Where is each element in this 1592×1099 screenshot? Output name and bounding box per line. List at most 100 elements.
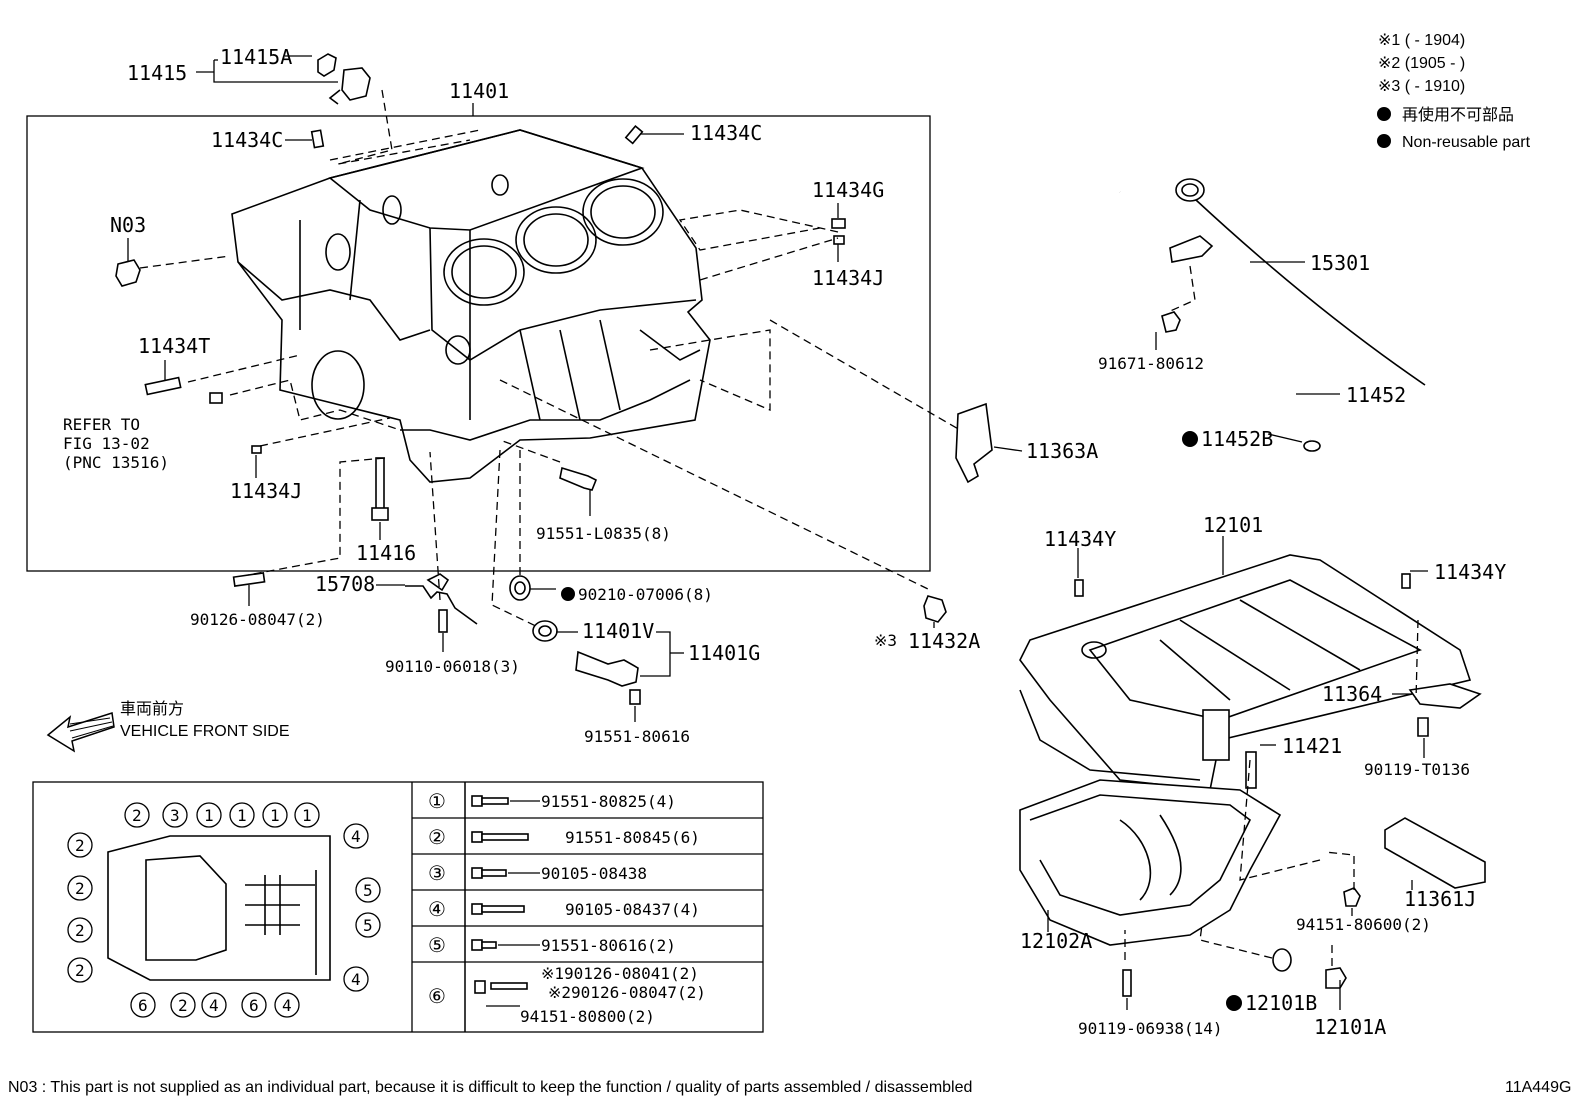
- bolt-90110-drawing: [438, 609, 448, 633]
- callout-11364: 11364: [1322, 682, 1382, 706]
- callout-11363a: 11363A: [1026, 439, 1098, 463]
- plan-marker: 2: [75, 921, 85, 940]
- bolt-panel-frame: [32, 781, 764, 1033]
- small-parts: [115, 53, 993, 705]
- leader-lines: [127, 55, 1428, 1010]
- plan-marker: 1: [302, 806, 312, 825]
- bolt-table-part: 90105-08438: [541, 864, 647, 883]
- callout-11434g: 11434G: [812, 178, 884, 202]
- baffle-plates: [1074, 573, 1486, 997]
- callout-11434c: 11434C: [690, 121, 762, 145]
- stud-11416-drawing: [375, 457, 385, 515]
- refer-line-1: REFER TO: [63, 415, 140, 434]
- pin-11434j-drawing: [833, 235, 845, 245]
- block-frame: [26, 115, 931, 572]
- dipstick-15301-drawing: [1195, 199, 1426, 386]
- callout-12102a: 12102A: [1020, 929, 1092, 953]
- plan-marker: 1: [204, 806, 214, 825]
- non-reusable-dot-icon: [561, 587, 575, 601]
- dipstick-ring-drawing: [1175, 178, 1205, 202]
- callout-11434j: 11434J: [812, 266, 884, 290]
- callout-91551-80616: 91551-80616: [584, 727, 690, 746]
- bolt-location-panel: [32, 781, 764, 1033]
- oil-pipe-drawing: [185, 391, 213, 463]
- bolt-table-part: 91551-80825(4): [541, 792, 676, 811]
- plan-marker: 4: [351, 970, 361, 989]
- pin-11434y-drawing: [1401, 573, 1411, 589]
- callouts: 11415 11415A 11401 11434C 11434C N03 114…: [63, 45, 1506, 1039]
- callout-90210-07006: 90210-07006(8): [578, 585, 713, 604]
- bolt-90119-t0136-drawing: [1417, 717, 1429, 737]
- footnote: N03 : This part is not supplied as an in…: [8, 1079, 972, 1096]
- bolt-table-number: ④: [428, 897, 446, 921]
- figure-code: 11A449G: [1505, 1079, 1571, 1096]
- plan-marker: 5: [363, 881, 373, 900]
- callout-90119-t0136: 90119-T0136: [1364, 760, 1470, 779]
- front-arrow-icon: [46, 712, 115, 753]
- legend-non-reusable-en: Non-reusable part: [1402, 134, 1531, 151]
- baffle-11364-drawing: [1408, 683, 1482, 709]
- legend: ※1 ( - 1904) ※2 (1905 - ) ※3 ( - 1910) 再…: [1377, 32, 1531, 151]
- bolt-table-number: ⑥: [428, 984, 446, 1008]
- pin-11434c-drawing: [624, 124, 644, 145]
- callout-91551-l0835: 91551-L0835(8): [536, 524, 671, 543]
- plan-marker: 2: [178, 996, 188, 1015]
- dipstick-assembly: [1118, 178, 1426, 452]
- plan-marker: 6: [249, 996, 259, 1015]
- callout-11401: 11401: [449, 79, 509, 103]
- callout-11452b: 11452B: [1201, 427, 1273, 451]
- pin-11434g-drawing: [831, 218, 846, 229]
- plan-marker: 5: [363, 916, 373, 935]
- bolt-icon: [471, 795, 529, 994]
- callout-11401v: 11401V: [582, 619, 654, 643]
- callout-94151-80600: 94151-80600(2): [1296, 915, 1431, 934]
- plan-marker: 4: [282, 996, 292, 1015]
- non-reusable-dot-icon: [1182, 431, 1198, 447]
- plug-n03-drawing: [115, 259, 141, 287]
- callout-11432a-mark: ※3: [874, 631, 897, 650]
- non-reusable-dot-icon: [1377, 107, 1391, 121]
- callout-12101a: 12101A: [1314, 1015, 1386, 1039]
- bolt-table-part: ※190126-08041(2): [541, 964, 699, 983]
- legend-mark-2: ※2 (1905 - ): [1378, 55, 1465, 72]
- bolt-table-part: 91551-80616(2): [541, 936, 676, 955]
- bolt-table-part: 94151-80800(2): [520, 1007, 655, 1026]
- oil-pan-lower-drawing: [1019, 779, 1282, 946]
- callout-11452: 11452: [1346, 383, 1406, 407]
- plug-11432a-drawing: [923, 595, 947, 623]
- gasket-12101b-drawing: [1272, 948, 1292, 972]
- assembly-lines: [139, 89, 1419, 966]
- bolt-table-part: 91551-80845(6): [565, 828, 700, 847]
- plan-markers: 2 3 1 1 1 1 2 2 2 2 4 5 5 4 6 2 4 6 4: [67, 802, 381, 1018]
- callout-11434y: 11434Y: [1434, 560, 1506, 584]
- callout-15301: 15301: [1310, 251, 1370, 275]
- plan-marker: 2: [75, 961, 85, 980]
- guide-11452-drawing: [1119, 191, 1311, 441]
- front-label-jp: 車両前方: [120, 700, 184, 718]
- refer-line-3: (PNC 13516): [63, 453, 169, 472]
- cylinder-block-drawing: [231, 129, 711, 483]
- oring-11452b-drawing: [1303, 440, 1321, 452]
- bolt-91551-80616-drawing: [629, 689, 641, 705]
- callout-11416: 11416: [356, 541, 416, 565]
- bolt-table-number: ②: [428, 825, 446, 849]
- callout-11361j: 11361J: [1404, 887, 1476, 911]
- callout-11432a: 11432A: [908, 629, 980, 653]
- pin-11434j-drawing: [251, 445, 262, 454]
- plan-marker: 2: [75, 879, 85, 898]
- callout-11434c: 11434C: [211, 128, 283, 152]
- seal-11401v-drawing: [532, 620, 558, 642]
- plan-marker: 4: [209, 996, 219, 1015]
- callout-91671-80612: 91671-80612: [1098, 354, 1204, 373]
- stud-90126-drawing: [232, 572, 266, 587]
- bolt-91551-l0835-drawing: [559, 466, 598, 491]
- callout-11415a: 11415A: [220, 45, 292, 69]
- callout-11434j: 11434J: [230, 479, 302, 503]
- pin-11434c-drawing: [310, 129, 325, 149]
- plan-marker: 4: [351, 827, 361, 846]
- callout-12101b: 12101B: [1245, 991, 1317, 1015]
- legend-non-reusable-jp: 再使用不可部品: [1402, 106, 1514, 124]
- legend-mark-3: ※3 ( - 1910): [1378, 78, 1465, 95]
- oil-jet-15708-drawing: [405, 573, 478, 625]
